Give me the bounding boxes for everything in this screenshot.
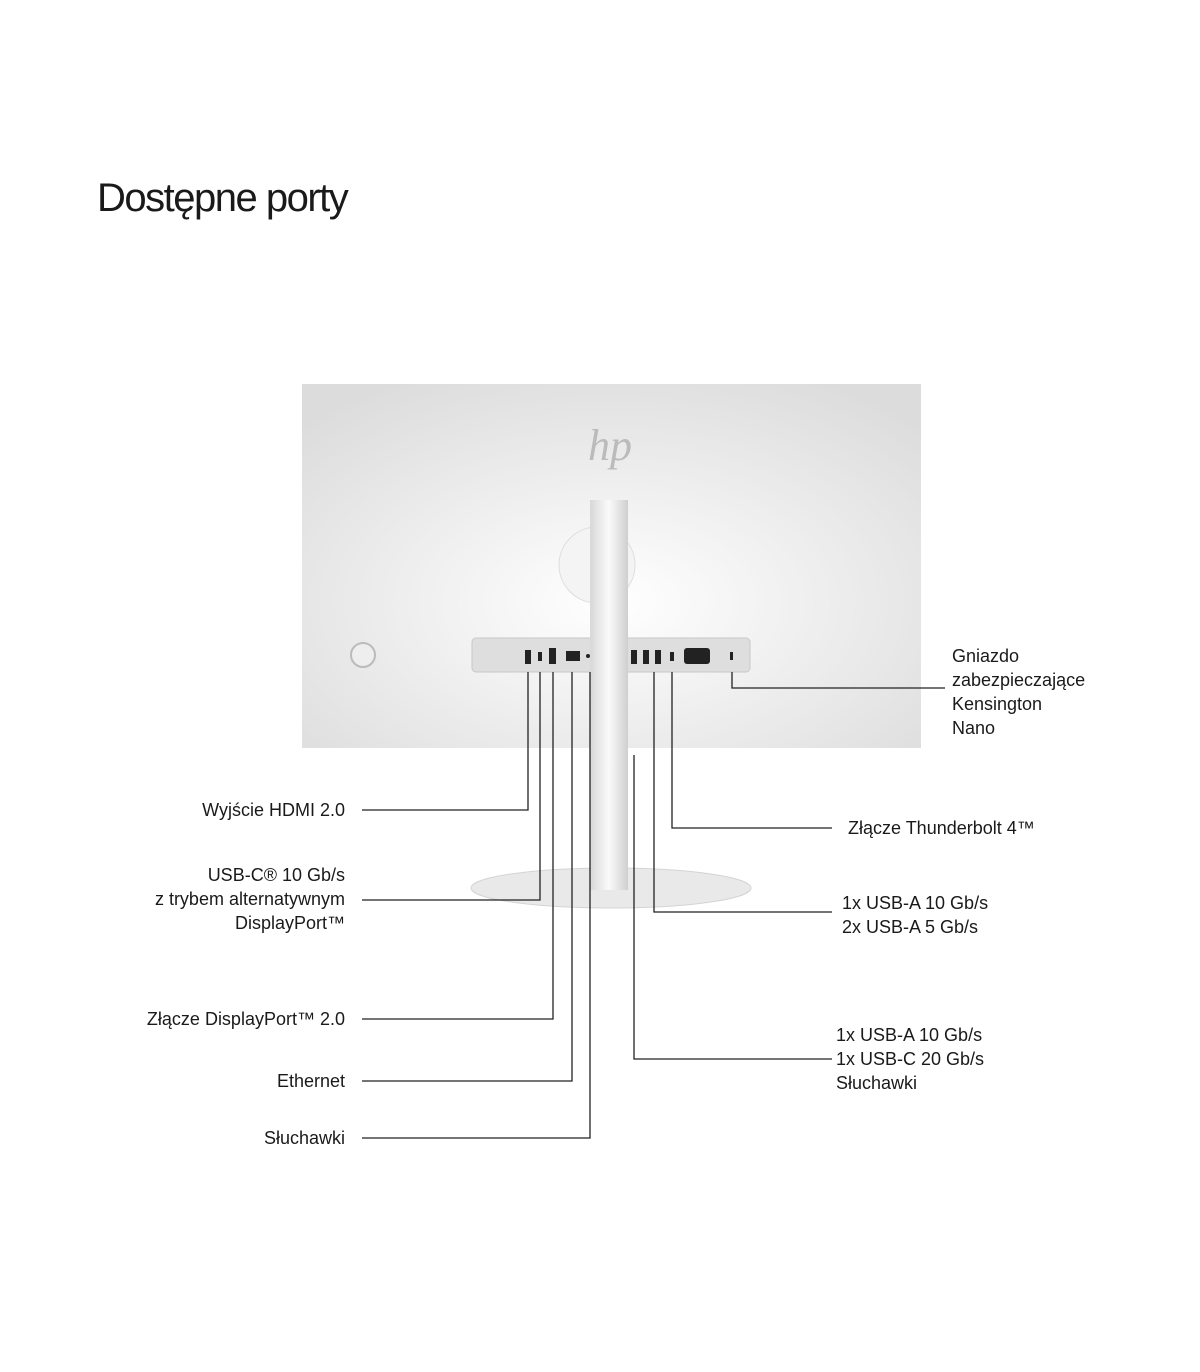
label-thunderbolt: Złącze Thunderbolt 4™ bbox=[848, 816, 1035, 840]
page-title: Dostępne porty bbox=[97, 176, 349, 220]
label-displayport: Złącze DisplayPort™ 2.0 bbox=[147, 1007, 345, 1031]
label-line: 1x USB-C 20 Gb/s bbox=[836, 1049, 985, 1069]
label-line: Słuchawki bbox=[836, 1073, 918, 1093]
label-line: Złącze Thunderbolt 4™ bbox=[848, 818, 1035, 838]
label-line: USB-C® 10 Gb/s bbox=[207, 865, 345, 885]
label-line: Słuchawki bbox=[263, 1128, 345, 1148]
label-hdmi: Wyjście HDMI 2.0 bbox=[202, 798, 345, 822]
label-line: Kensington bbox=[952, 694, 1043, 714]
power-button[interactable] bbox=[350, 642, 376, 668]
label-line: zabezpieczające bbox=[952, 670, 1086, 690]
leader-lines bbox=[362, 672, 945, 1139]
hp-logo: hp bbox=[588, 421, 632, 470]
label-line: Złącze DisplayPort™ 2.0 bbox=[146, 1009, 345, 1029]
ports bbox=[525, 648, 733, 664]
label-usba: 1x USB-A 10 Gb/s 2x USB-A 5 Gb/s bbox=[842, 891, 988, 939]
label-line: z trybem alternatywnym bbox=[154, 889, 345, 909]
label-line: Ethernet bbox=[276, 1071, 345, 1091]
label-line: Wyjście HDMI 2.0 bbox=[202, 800, 345, 820]
label-headphones: Słuchawki bbox=[264, 1126, 345, 1150]
label-line: Nano bbox=[952, 718, 996, 738]
label-line: 1x USB-A 10 Gb/s bbox=[842, 893, 989, 913]
stand-neck bbox=[590, 500, 628, 890]
label-line: 1x USB-A 10 Gb/s bbox=[836, 1025, 983, 1045]
label-line: 2x USB-A 5 Gb/s bbox=[842, 917, 979, 937]
label-ethernet: Ethernet bbox=[277, 1069, 345, 1093]
label-line: DisplayPort™ bbox=[234, 913, 345, 933]
label-line: Gniazdo bbox=[952, 646, 1020, 666]
